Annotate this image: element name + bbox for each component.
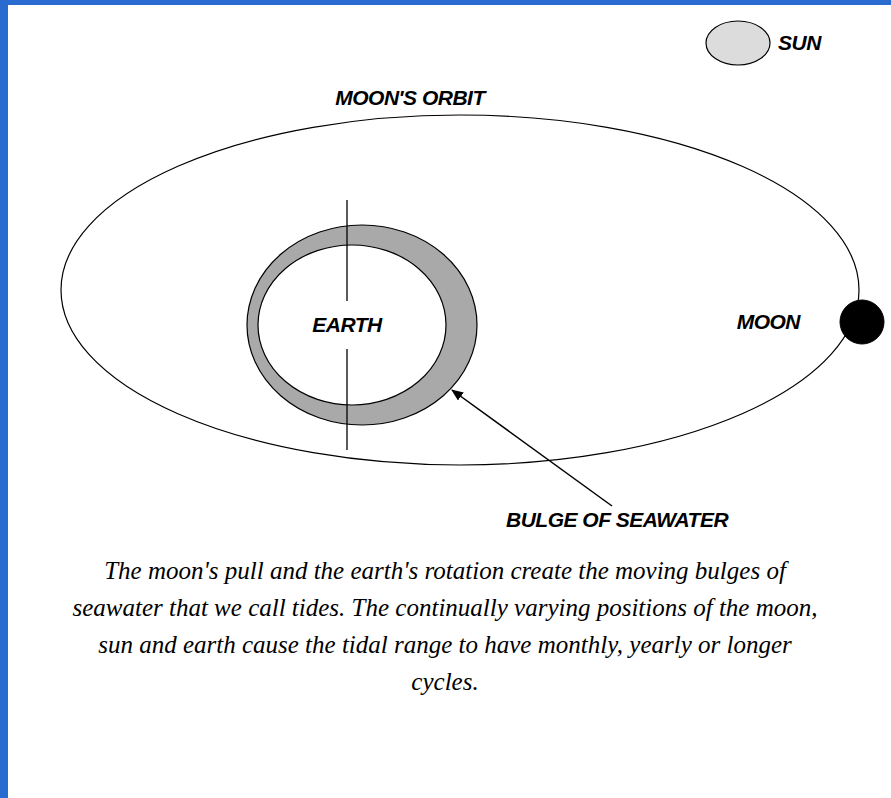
node-label: EARTH bbox=[312, 313, 381, 337]
caption: The moon's pull and the earth's rotation… bbox=[70, 552, 820, 700]
node-label: SUN bbox=[778, 31, 821, 55]
sun-node: SUN bbox=[696, 14, 886, 76]
sun-circle bbox=[706, 21, 770, 65]
earth-node: EARTH bbox=[247, 225, 477, 425]
node-label: MOON'S ORBIT bbox=[335, 86, 485, 110]
earth-circle bbox=[258, 245, 446, 405]
frame-edge bbox=[0, 0, 891, 5]
earth-axis bbox=[346, 349, 347, 450]
seawater-bulge bbox=[247, 225, 477, 425]
callout-label: BULGE OF SEAWATER bbox=[506, 508, 728, 532]
moon-circle bbox=[840, 300, 884, 344]
orbit-ellipse bbox=[61, 115, 859, 465]
frame-edge bbox=[0, 0, 8, 798]
node-label: MOON bbox=[737, 310, 800, 334]
leader-line bbox=[452, 390, 612, 506]
earth-axis bbox=[346, 200, 347, 301]
moon-node: MOON bbox=[700, 296, 886, 348]
orbit-node: MOON'S ORBIT EARTH bbox=[60, 80, 860, 468]
